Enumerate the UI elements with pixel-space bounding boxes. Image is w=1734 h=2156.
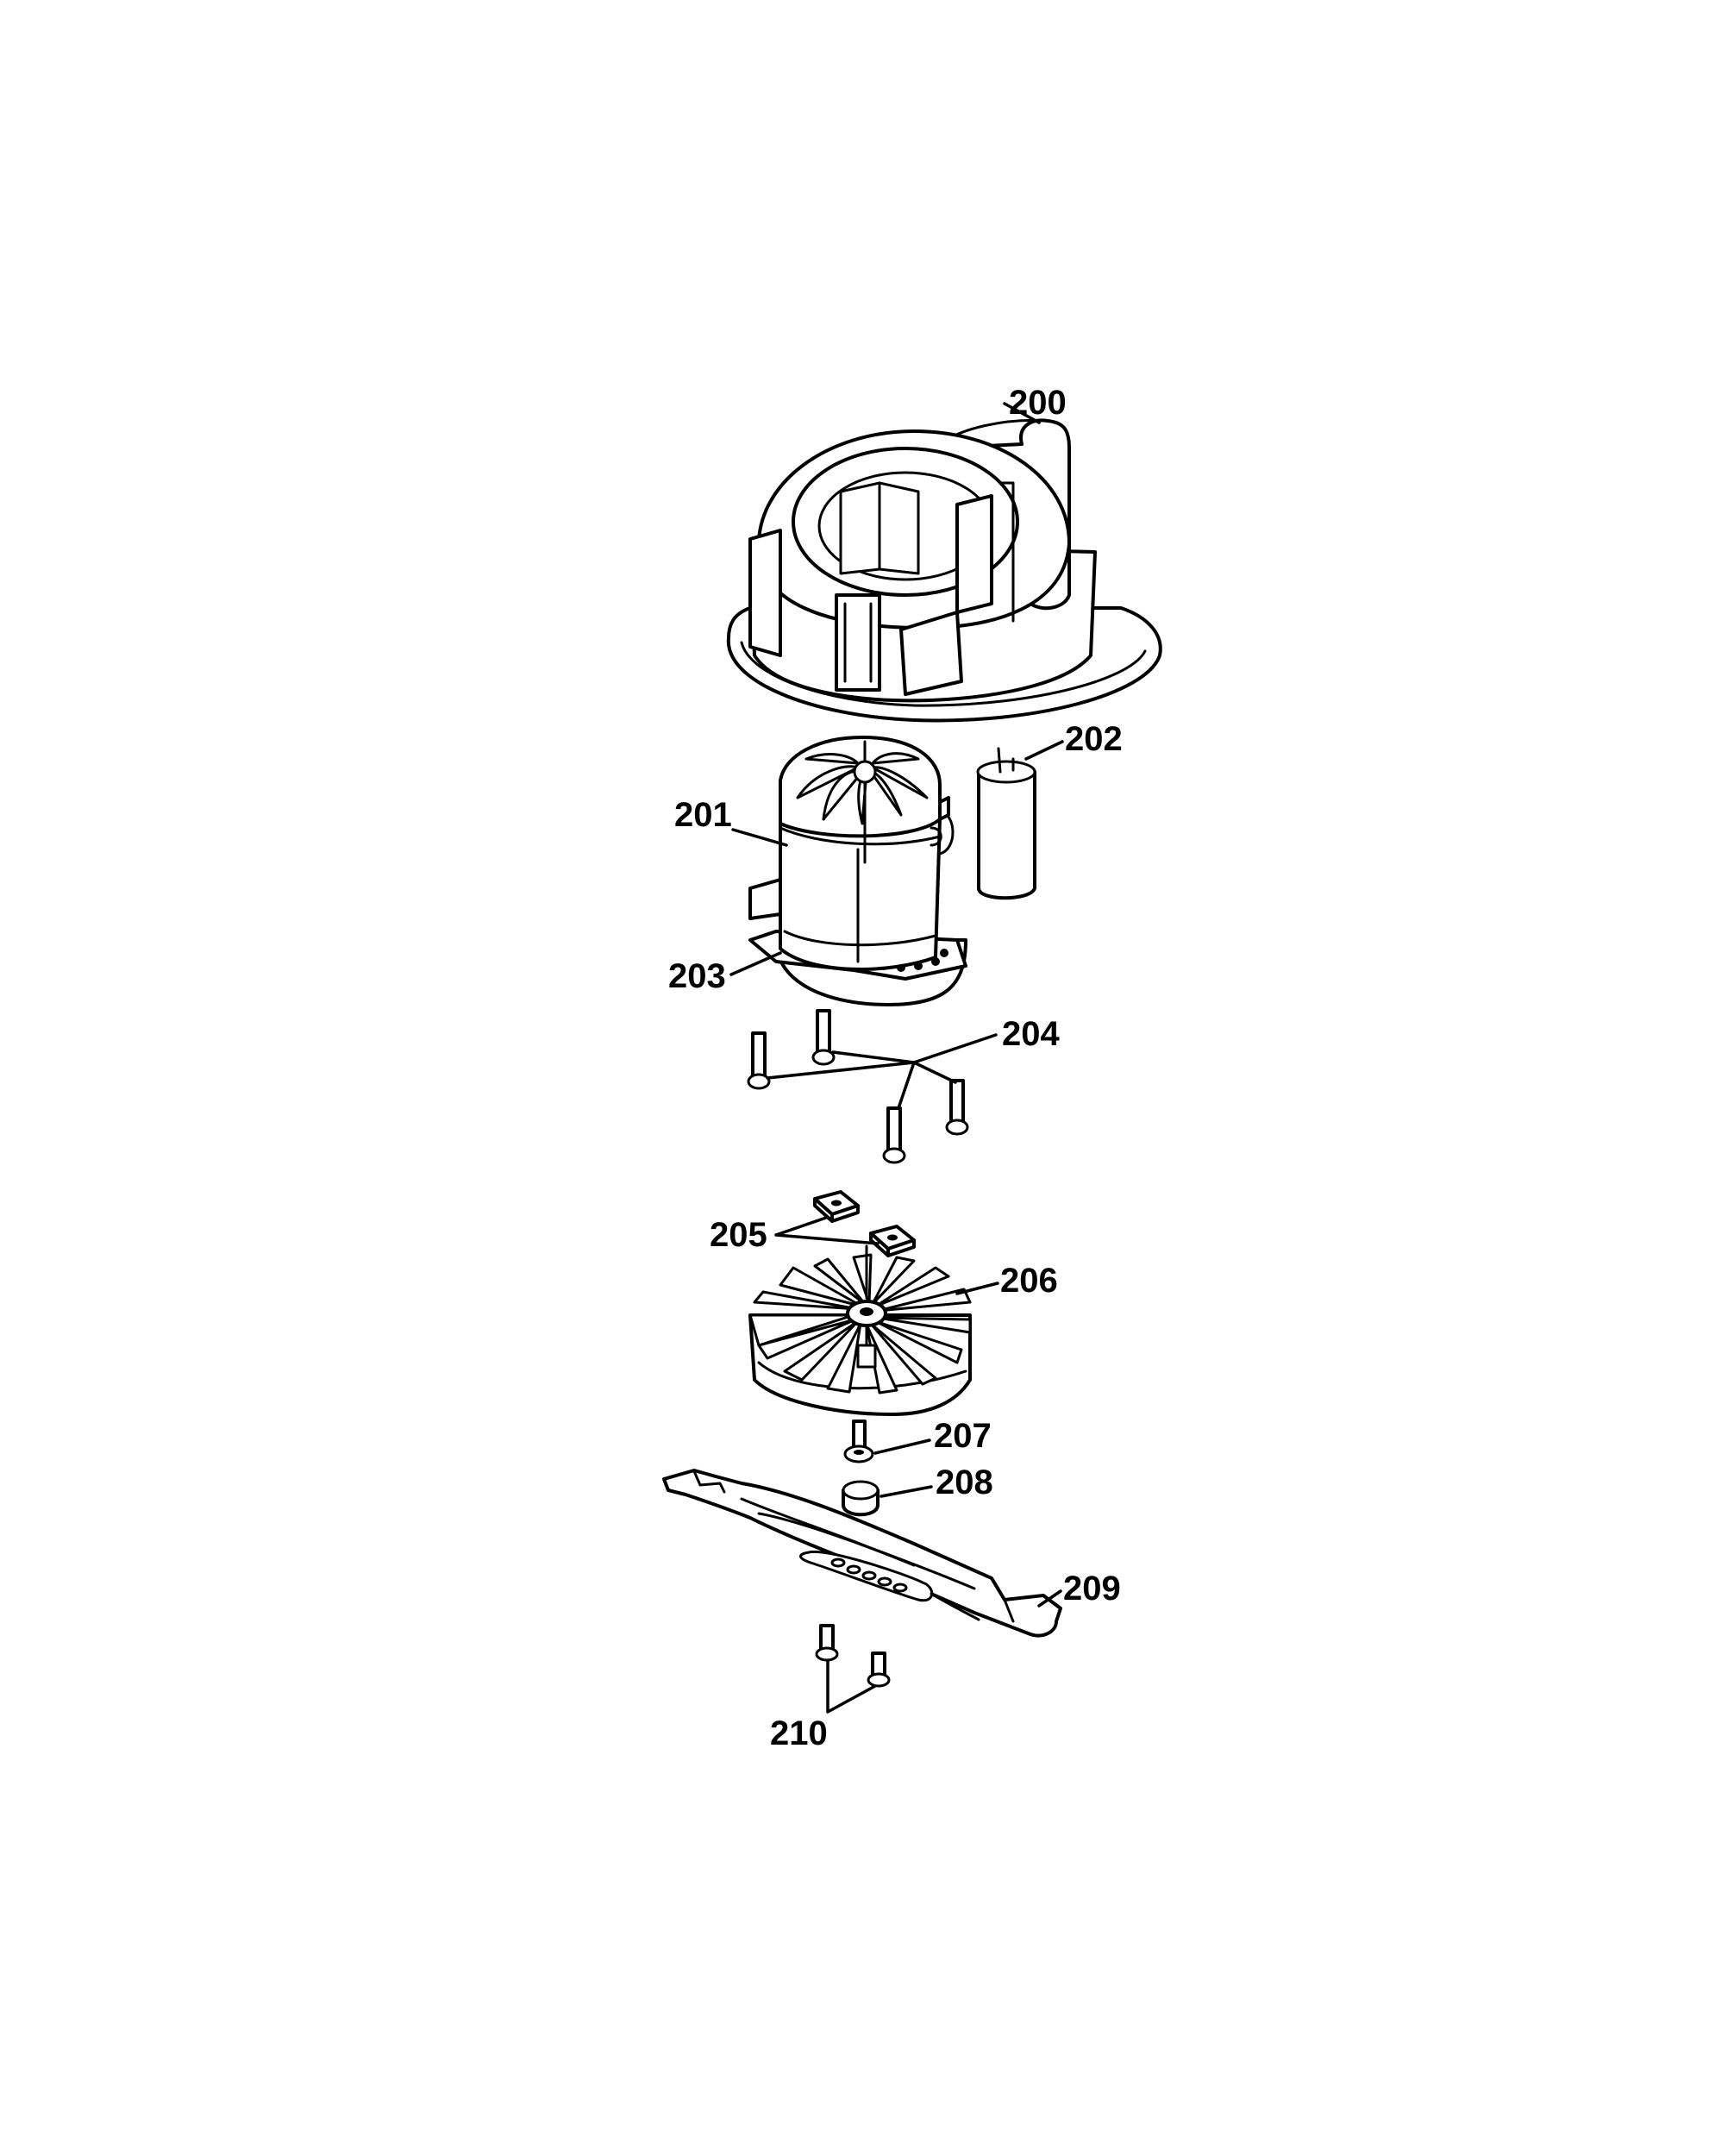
label-206: 206 (1000, 1262, 1058, 1300)
leader-210 (826, 1658, 877, 1714)
label-201: 201 (674, 796, 732, 834)
leader-205 (774, 1216, 880, 1245)
part-205-square-nuts[interactable] (813, 1190, 916, 1257)
leader-209 (1037, 1589, 1062, 1608)
part-202-capacitor[interactable] (976, 747, 1036, 900)
part-207-bolt[interactable] (843, 1420, 874, 1463)
leader-201 (731, 828, 788, 847)
label-207: 207 (934, 1417, 992, 1455)
leader-202 (1024, 740, 1064, 761)
part-206-fan[interactable] (748, 1244, 972, 1416)
part-208-washer[interactable] (842, 1480, 880, 1517)
leader-207 (873, 1438, 931, 1455)
leader-200 (1003, 402, 1041, 424)
part-210-screws[interactable] (815, 1624, 891, 1688)
part-201-motor[interactable] (748, 736, 967, 1006)
part-204-screws[interactable] (747, 1009, 969, 1164)
label-209: 209 (1063, 1570, 1121, 1608)
part-200-motor-housing[interactable] (726, 418, 1162, 723)
label-202: 202 (1065, 720, 1123, 758)
part-209-blade[interactable] (662, 1469, 1062, 1638)
leader-204 (766, 1033, 998, 1110)
label-200: 200 (1009, 384, 1067, 422)
label-208: 208 (936, 1463, 993, 1501)
label-210: 210 (770, 1714, 828, 1752)
label-204: 204 (1002, 1015, 1060, 1053)
leader-206 (955, 1282, 999, 1295)
label-205: 205 (710, 1216, 767, 1254)
leader-203 (729, 951, 782, 976)
leader-208 (880, 1485, 933, 1498)
label-203: 203 (668, 957, 726, 995)
